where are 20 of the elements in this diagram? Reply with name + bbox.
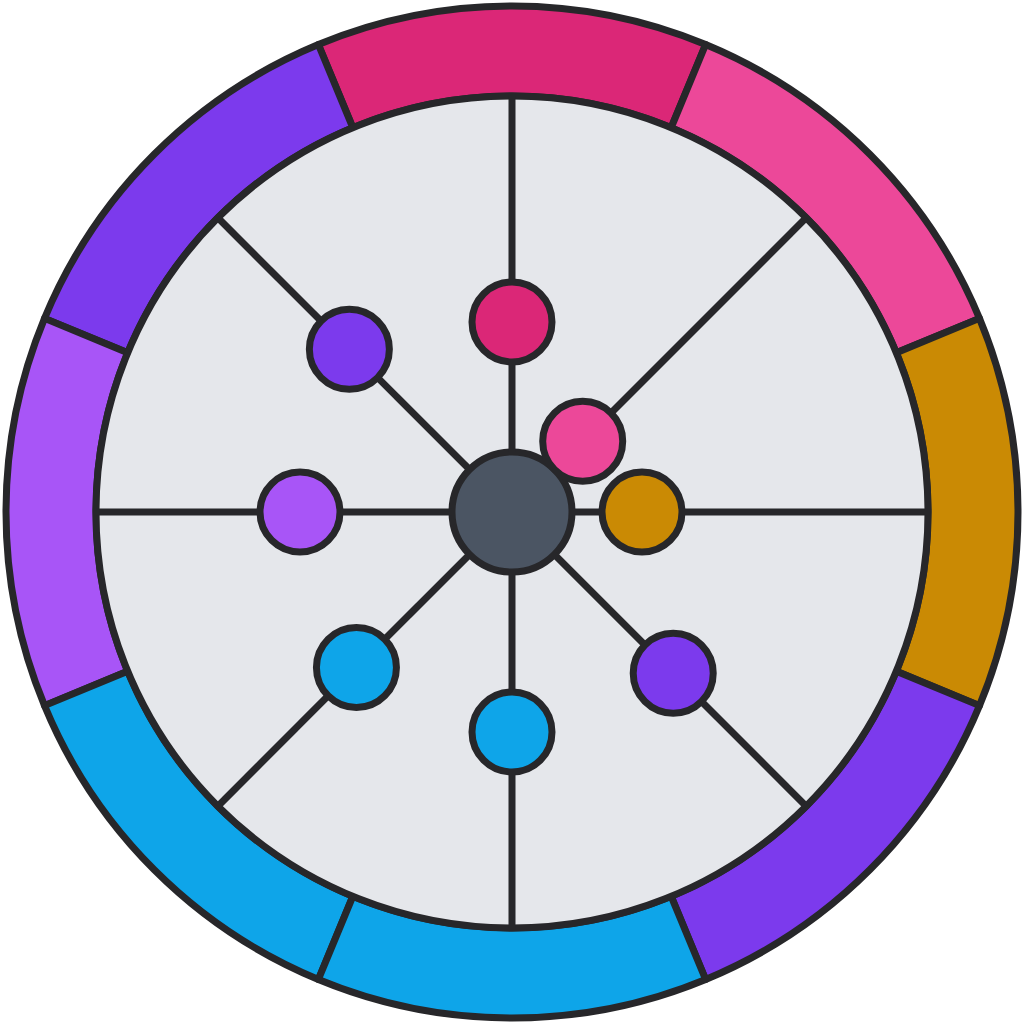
hub-circle <box>448 448 576 576</box>
spoke-line <box>508 772 516 928</box>
spoke-line <box>340 508 452 516</box>
spoke-line <box>572 508 602 516</box>
ring-segment <box>892 314 1021 710</box>
spoke-line <box>382 551 473 642</box>
spoke-line <box>508 572 516 692</box>
spoke-line <box>551 551 648 648</box>
spoke-line <box>508 96 516 282</box>
spoke-line <box>508 362 516 452</box>
ring-segment <box>314 892 710 1021</box>
ring-segment <box>3 314 132 710</box>
inner-disc <box>92 92 932 932</box>
spoke-line <box>682 508 928 516</box>
spoke-line <box>96 508 260 516</box>
spoke-line <box>699 699 809 809</box>
spoke-line <box>375 375 473 473</box>
spoke-line <box>215 693 331 809</box>
spoke-line <box>608 215 809 416</box>
spoke-line <box>215 215 324 324</box>
